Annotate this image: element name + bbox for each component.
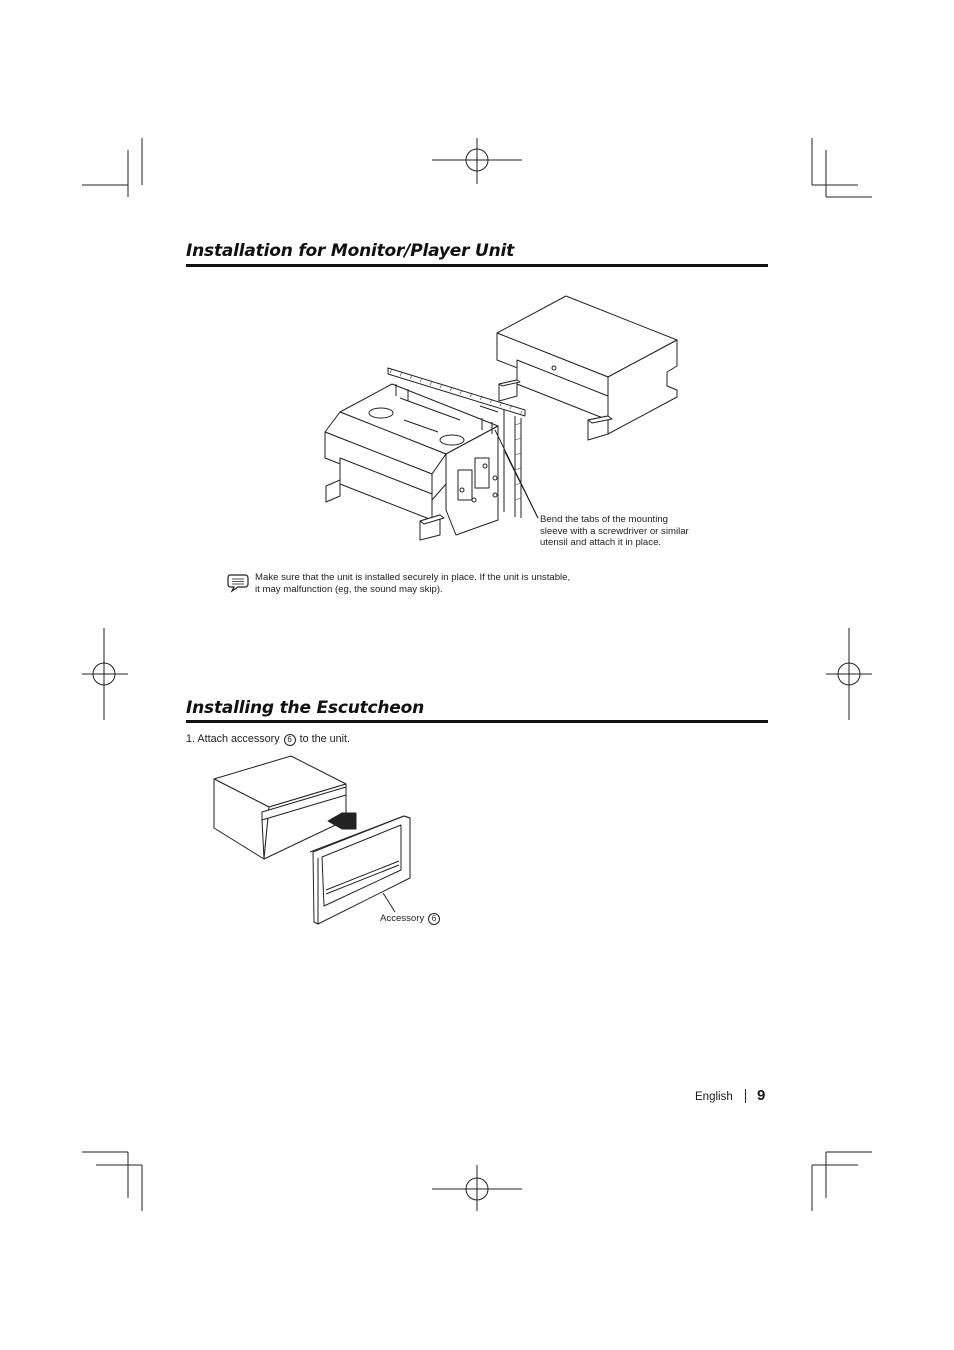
accessory-label-number: 6 xyxy=(427,913,440,925)
section-title-installation: Installation for Monitor/Player Unit xyxy=(186,241,515,261)
accessory-label: Accessory 6 xyxy=(380,913,441,925)
note-text: Make sure that the unit is installed sec… xyxy=(255,572,615,595)
section-rule xyxy=(186,720,768,723)
step-text-after: to the unit. xyxy=(299,733,351,745)
footer-language: English xyxy=(695,1091,733,1103)
step-text-before: Attach accessory xyxy=(197,733,280,745)
callout-line: Bend the tabs of the mounting xyxy=(540,514,669,525)
accessory-number-badge: 6 xyxy=(283,734,296,746)
step-1: 1. Attach accessory 6 to the unit. xyxy=(186,733,350,746)
page-number: 9 xyxy=(757,1087,766,1104)
callout-line: utensil and attach it in place. xyxy=(540,537,662,548)
note-line: it may malfunction (eg, the sound may sk… xyxy=(255,583,443,595)
footer-divider xyxy=(745,1089,746,1103)
step-number: 1. xyxy=(186,733,196,745)
accessory-label-text: Accessory xyxy=(380,913,425,924)
note-icon xyxy=(227,574,249,593)
section-title-escutcheon: Installing the Escutcheon xyxy=(186,698,425,718)
section-rule xyxy=(186,264,768,267)
callout-bend-tabs: Bend the tabs of the mounting sleeve wit… xyxy=(540,514,710,549)
note-line: Make sure that the unit is installed sec… xyxy=(255,572,571,583)
callout-line: sleeve with a screwdriver or similar xyxy=(540,525,689,537)
